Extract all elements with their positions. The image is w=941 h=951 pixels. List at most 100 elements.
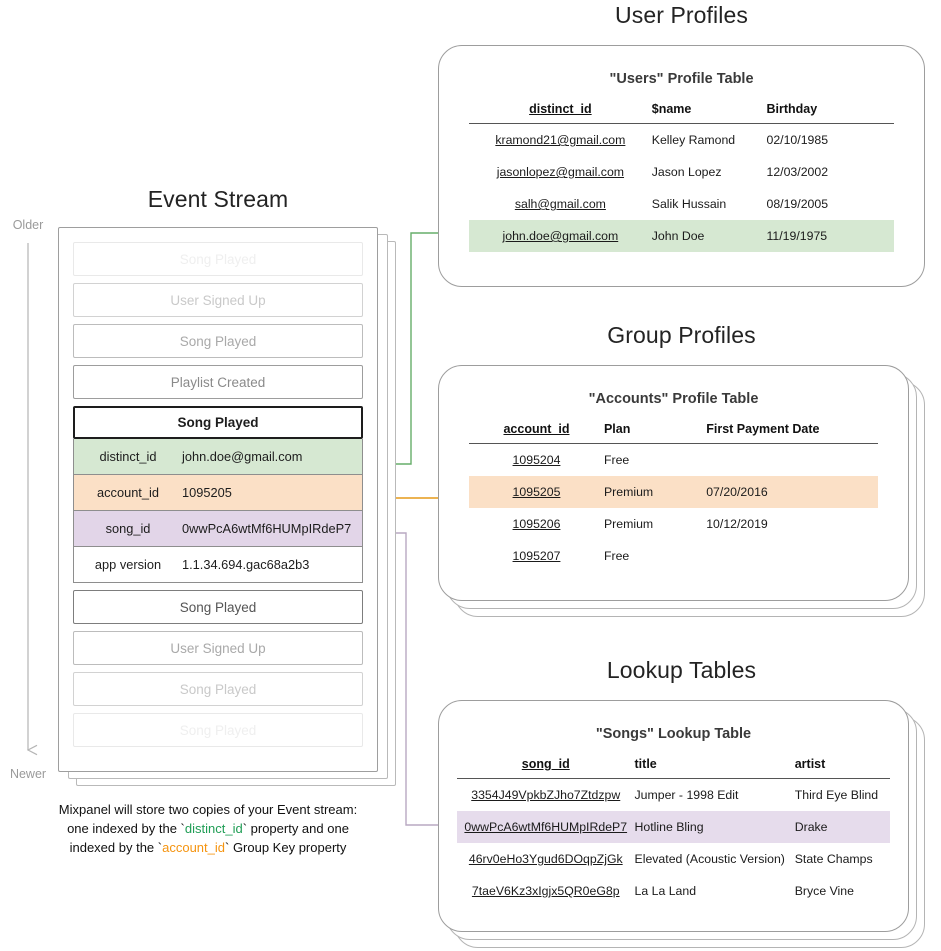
users-table-cell: jasonlopez@gmail.com [496, 165, 625, 179]
event-property-key: song_id [105, 521, 151, 536]
event-card-0[interactable]: Song Played [73, 590, 363, 624]
accounts-profile-table: account_id Plan First Payment Date 1095204… [469, 419, 878, 572]
accounts-table-row[interactable]: 1095206 Premium 10/12/2019 [469, 508, 878, 540]
event-card-2[interactable]: Song Played [73, 324, 363, 358]
songs-table-cell: Jumper - 1998 Edit [634, 788, 739, 802]
event-property-row-song-id: song_id 0wwPcA6wtMf6HUMpIRdeP7 [73, 511, 363, 547]
caption-token-distinct-id: distinct_id [184, 821, 243, 836]
songs-table-cell: 7taeV6Kz3xIgjx5QR0eG8p [471, 884, 620, 898]
users-table-cell: 12/03/2002 [766, 165, 829, 179]
event-card-2[interactable]: Song Played [73, 672, 363, 706]
songs-table-cell: Hotline Bling [634, 811, 795, 843]
users-table-cell: Kelley Ramond [651, 133, 736, 147]
event-property-row-distinct-id: distinct_id john.doe@gmail.com [73, 439, 363, 475]
songs-lookup-table: song_id title artist 3354J49VpkbZJho7Ztdzp… [457, 754, 890, 907]
event-stream-title: Event Stream [147, 186, 289, 212]
accounts-table-header-row: account_id Plan First Payment Date [469, 419, 878, 444]
users-table-cell: kramond21@gmail.com [495, 133, 626, 147]
event-property-key: distinct_id [99, 449, 157, 464]
songs-table-column-header: title [634, 757, 657, 771]
event-card-1[interactable]: User Signed Up [73, 283, 363, 317]
accounts-table-cell: 07/20/2016 [706, 476, 878, 508]
event-card-3[interactable]: Playlist Created [73, 365, 363, 399]
users-table-column-header: distinct_id [529, 102, 592, 116]
songs-table-row[interactable]: 7taeV6Kz3xIgjx5QR0eG8p La La Land Bryce Vi… [457, 875, 890, 907]
songs-table-cell: Third Eye Blind [794, 788, 879, 802]
accounts-table-cell: 1095204 [512, 453, 561, 467]
songs-table-title: "Songs" Lookup Table [595, 726, 752, 742]
accounts-table-column-header: Plan [603, 422, 631, 436]
songs-lookup-card: "Songs" Lookup Table song_id title artist … [438, 700, 909, 932]
accounts-table-cell: 10/12/2019 [706, 517, 768, 531]
users-table-cell: Jason Lopez [651, 165, 722, 179]
caption-line-1: Mixpanel will store two copies of your E… [58, 802, 358, 817]
accounts-table-cell: Free [603, 453, 630, 467]
users-table-row[interactable]: kramond21@gmail.com Kelley Ramond 02/10/19… [469, 124, 894, 157]
timeline-newer-label: Newer [9, 767, 47, 781]
timeline-axis: Older Newer [0, 218, 56, 788]
caption-line-2-pre: one indexed by the ` [67, 821, 185, 836]
accounts-table-cell [706, 540, 878, 572]
event-card-0[interactable]: Song Played [73, 242, 363, 276]
accounts-table-cell: Premium [603, 517, 654, 531]
songs-table-row[interactable]: 46rv0eHo3Ygud6DOqpZjGk Elevated (Acoustic… [457, 843, 890, 875]
users-table-cell: 02/10/1985 [766, 133, 829, 147]
accounts-table-cell [706, 444, 878, 477]
event-property-value: 1095205 [182, 485, 232, 500]
songs-table-header-row: song_id title artist [457, 754, 890, 779]
songs-table-column-header: song_id [521, 757, 570, 771]
users-table-cell: Salik Hussain [651, 197, 727, 211]
songs-table-cell: 46rv0eHo3Ygud6DOqpZjGk [468, 852, 623, 866]
event-property-key: account_id [97, 485, 159, 500]
users-table-cell: john.doe@gmail.com [469, 220, 652, 252]
lookup-tables-panel: "Songs" Lookup Table song_id title artist … [438, 700, 941, 950]
songs-table-cell: Elevated (Acoustic Version) [634, 852, 785, 866]
accounts-table-column-header: account_id [503, 422, 570, 436]
caption-line-3-post: ` Group Key property [225, 840, 347, 855]
users-table-cell: 11/19/1975 [766, 220, 894, 252]
songs-table-column-header: artist [794, 757, 826, 771]
lookup-tables-title: Lookup Tables [606, 657, 757, 683]
accounts-table-cell: Premium [603, 476, 707, 508]
songs-table-cell: La La Land [634, 884, 697, 898]
accounts-table-cell: 1095206 [512, 517, 561, 531]
accounts-table-title: "Accounts" Profile Table [588, 391, 759, 407]
users-table-cell: 08/19/2005 [766, 197, 829, 211]
accounts-table-column-header: First Payment Date [706, 422, 820, 436]
users-table-row[interactable]: salh@gmail.com Salik Hussain 08/19/2005 [469, 188, 894, 220]
event-property-value: 0wwPcA6wtMf6HUMpIRdeP7 [182, 521, 352, 536]
event-card-1[interactable]: User Signed Up [73, 631, 363, 665]
users-table-column-header: $name [651, 102, 692, 116]
users-table-row[interactable]: jasonlopez@gmail.com Jason Lopez 12/03/200… [469, 156, 894, 188]
songs-table-cell: Bryce Vine [794, 884, 854, 898]
users-table-cell: salh@gmail.com [514, 197, 606, 211]
caption-token-account-id: account_id [162, 840, 225, 855]
users-table-cell: John Doe [651, 220, 767, 252]
caption-line-3-pre: indexed by the ` [69, 840, 163, 855]
event-property-value: 1.1.34.694.gac68a2b3 [182, 557, 310, 572]
accounts-table-row[interactable]: 1095204 Free [469, 444, 878, 477]
accounts-table-cell: 1095207 [512, 549, 561, 563]
accounts-table-row[interactable]: 1095207 Free [469, 540, 878, 572]
group-profiles-title: Group Profiles [607, 322, 756, 348]
event-card-3[interactable]: Song Played [73, 713, 363, 747]
accounts-table-cell: 1095205 [469, 476, 604, 508]
accounts-table-cell: Free [603, 549, 630, 563]
caption-line-2-post: ` property and one [242, 821, 349, 836]
event-property-value: john.doe@gmail.com [182, 449, 303, 464]
